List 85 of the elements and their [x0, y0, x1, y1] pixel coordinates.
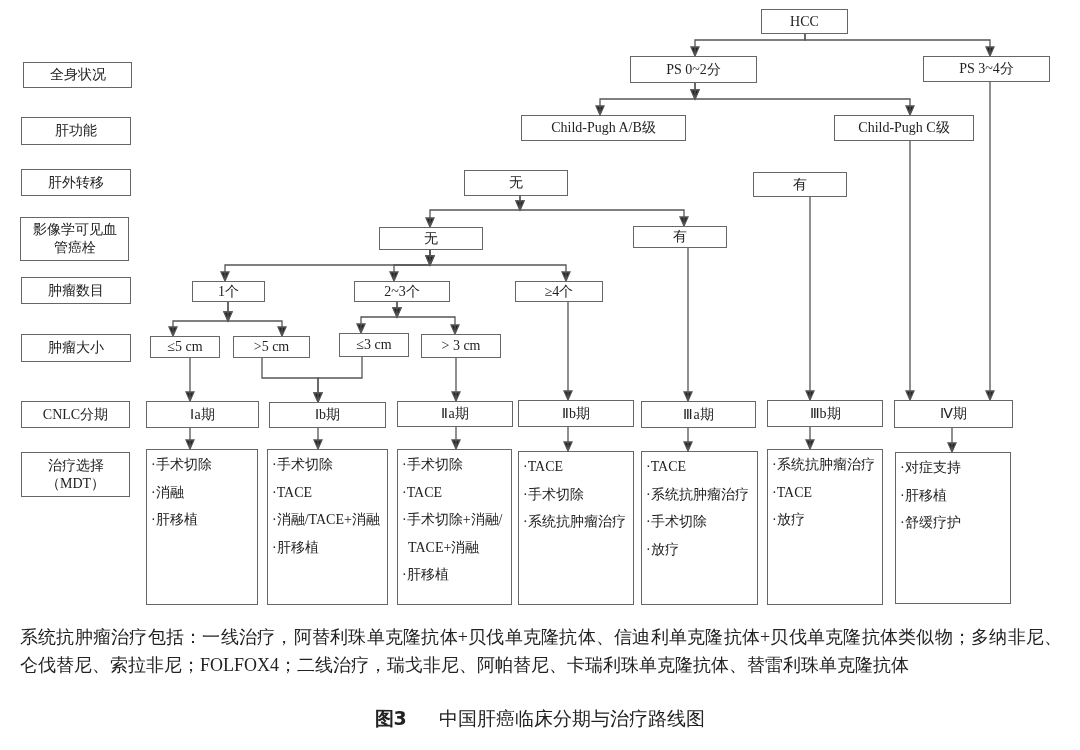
decision-box: 无: [464, 170, 568, 196]
treatment-item: ·肝移植: [900, 486, 948, 505]
treatment-item: ·手术切除: [272, 456, 334, 474]
treatment-item: ·肝移植: [151, 511, 199, 529]
row-header-box: 肝外转移: [21, 169, 131, 196]
treatment-box: [767, 449, 883, 605]
stage-box: Ⅲb期: [767, 400, 883, 427]
treatment-box: [641, 451, 758, 605]
treatment-item: ·系统抗肿瘤治疗: [523, 513, 627, 531]
decision-box: Child-Pugh A/B级: [521, 115, 686, 141]
decision-box: 无: [379, 227, 483, 250]
footnote: 系统抗肿瘤治疗包括：一线治疗，阿替利珠单克隆抗体+贝伐单克隆抗体、信迪利单克隆抗体+贝伐单克隆抗体类似物；多纳非尼、仑伐替尼、索拉非尼；FOLFOX4；二线治疗，瑞戈非尼、阿帕替尼、卡瑞利珠单克隆抗体、替雷利珠单克隆抗体: [20, 626, 1062, 677]
arrow: [563, 301, 573, 401]
row-header-box: 肿瘤大小: [21, 334, 131, 362]
treatment-item: ·TACE: [402, 483, 444, 502]
decision-box: 1个: [192, 281, 265, 302]
arrow: [804, 33, 995, 57]
arrow: [451, 357, 461, 402]
decision-box: PS 3~4分: [923, 56, 1050, 82]
treatment-item: ·肝移植: [272, 538, 320, 557]
treatment-item: ·消融/TACE+消融: [272, 511, 381, 529]
treatment-item: ·放疗: [646, 540, 680, 559]
arrow: [690, 82, 915, 116]
stage-box: Ⅰa期: [146, 401, 259, 428]
stage-box: Ⅲa期: [641, 401, 756, 428]
treatment-item: ·TACE: [272, 483, 314, 502]
treatment-item: ·对症支持: [900, 459, 962, 477]
arrow: [425, 249, 571, 282]
row-header-box: 肿瘤数目: [21, 277, 131, 304]
arrow: [313, 427, 323, 450]
arrow: [683, 427, 693, 452]
arrow: [392, 301, 460, 335]
arrow: [515, 195, 689, 227]
treatment-box: [518, 451, 634, 605]
arrow: [563, 426, 573, 452]
arrow: [905, 140, 915, 401]
arrow: [451, 426, 461, 450]
arrow: [223, 301, 287, 337]
row-header-box: 全身状况: [23, 62, 132, 88]
treatment-item: ·TACE: [646, 458, 688, 476]
arrow: [985, 81, 995, 401]
treatment-box: [146, 449, 258, 605]
treatment-item: ·舒缓疗护: [900, 514, 962, 532]
arrow: [683, 247, 693, 402]
stage-box: Ⅳ期: [894, 400, 1013, 428]
treatment-item: ·手术切除: [402, 456, 464, 474]
arrow: [805, 196, 815, 401]
treatment-item: ·系统抗肿瘤治疗: [646, 485, 750, 504]
treatment-item: ·系统抗肿瘤治疗: [772, 456, 876, 474]
row-header-box: 影像学可见血管癌栓: [20, 217, 129, 261]
arrow: [185, 427, 195, 450]
row-header-box: CNLC分期: [21, 401, 130, 428]
treatment-box: [397, 449, 512, 605]
arrow: [805, 426, 815, 450]
arrow: [313, 356, 363, 403]
arrow: [185, 357, 195, 402]
treatment-item: ·放疗: [772, 511, 806, 529]
caption: 图3 中国肝癌临床分期与治疗路线图: [373, 706, 707, 731]
stage-box: Ⅰb期: [269, 402, 386, 428]
treatment-item: ·手术切除: [523, 485, 585, 504]
treatment-item: ·肝移植: [402, 566, 450, 584]
stage-box: Ⅱb期: [518, 400, 634, 427]
row-header-box: 治疗选择（MDT）: [21, 452, 130, 497]
row-header-box: 肝功能: [21, 117, 131, 145]
decision-box: ≥4个: [515, 281, 603, 302]
decision-box: 有: [753, 172, 847, 197]
decision-box: ≤5 cm: [150, 336, 220, 358]
treatment-item: ·TACE: [772, 483, 814, 502]
treatment-item: ·手术切除: [151, 456, 213, 474]
decision-box: ≤3 cm: [339, 333, 409, 357]
arrow: [947, 427, 957, 453]
treatment-box: [895, 452, 1011, 604]
treatment-item: ·TACE: [523, 458, 565, 476]
decision-box: > 3 cm: [421, 334, 501, 358]
decision-box: Child-Pugh C级: [834, 115, 974, 141]
start-box: HCC: [761, 9, 848, 34]
decision-box: 2~3个: [354, 281, 450, 302]
stage-box: Ⅱa期: [397, 401, 513, 427]
decision-box: >5 cm: [233, 336, 310, 358]
decision-box: PS 0~2分: [630, 56, 757, 83]
treatment-item: ·消融: [151, 483, 185, 502]
decision-box: 有: [633, 226, 727, 248]
treatment-item: ·手术切除+消融/TACE+消融: [402, 511, 504, 557]
treatment-item: ·手术切除: [646, 513, 708, 531]
treatment-box: [267, 449, 388, 605]
